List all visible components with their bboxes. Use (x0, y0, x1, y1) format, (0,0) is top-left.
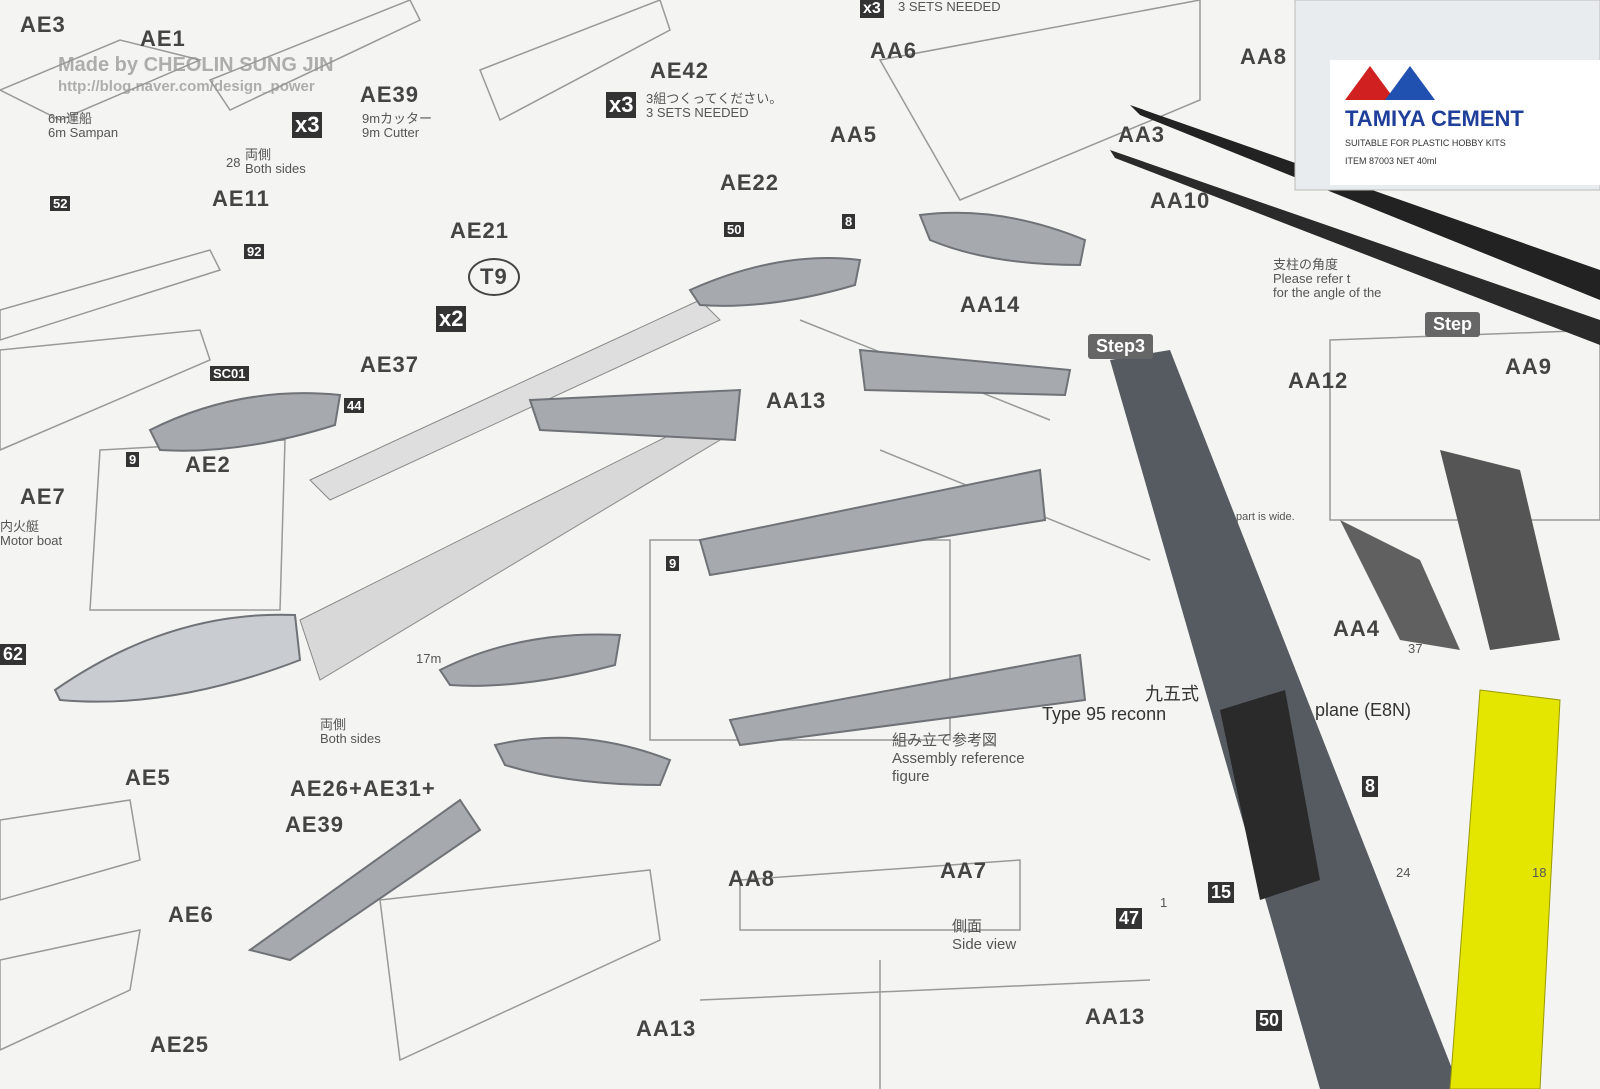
cement-bottle (1294, 0, 1600, 191)
caption: 3 SETS NEEDED (898, 0, 1001, 14)
part-label: AA3 (1118, 122, 1166, 147)
part-label: AE11 (212, 186, 270, 211)
part-number-badge: 92 (244, 244, 265, 259)
quantity-badge: x3 (860, 0, 884, 18)
quantity-badge: x2 (436, 306, 467, 332)
part-label: AE7 (20, 484, 66, 509)
caption: Type 95 reconn (1042, 704, 1167, 724)
part-number-badge: 50 (1256, 1010, 1283, 1031)
part-label: AA10 (1150, 188, 1211, 213)
part-number: 24 (1396, 865, 1411, 880)
caption: 九五式 (1145, 684, 1199, 704)
plastic-parts (53, 211, 1087, 962)
part-number-badge: 50 (724, 222, 745, 237)
part-label: AE42 (650, 58, 710, 83)
part-label: AA14 (960, 292, 1021, 317)
part-number: 28 (226, 155, 241, 170)
part-number-badge: 9 (126, 452, 140, 467)
part-label: AA13 (1085, 1004, 1146, 1029)
part-label: AA6 (870, 38, 918, 63)
tweezers (1110, 105, 1600, 345)
part-label: AA13 (766, 388, 827, 413)
part-number: 18 (1532, 865, 1547, 880)
quantity-badge: x3 (606, 92, 637, 118)
part-label: AE39 (360, 82, 420, 107)
side-cutters (1340, 450, 1561, 1089)
step-label: Step (1425, 312, 1481, 337)
watermark-author: Made by CHEOLIN SUNG JIN (58, 54, 334, 76)
part-label: AE25 (150, 1032, 210, 1057)
part-number-badge: 44 (344, 398, 365, 413)
part-number-badge: 9 (666, 556, 680, 571)
part-number-badge: 62 (0, 644, 27, 665)
part-label: AA5 (830, 122, 878, 147)
part-label: AA7 (940, 858, 988, 883)
part-label: AE26+AE31+ (290, 776, 436, 801)
part-label: AA9 (1505, 354, 1553, 379)
cement-brand: TAMIYA CEMENT (1345, 106, 1524, 131)
part-number: 37 (1408, 641, 1423, 656)
quantity-badge: x3 (292, 112, 323, 138)
part-label: AE2 (185, 452, 231, 477)
part-label: AE39 (285, 812, 345, 837)
part-label: AE37 (360, 352, 420, 377)
caption: part is wide. (1236, 511, 1295, 523)
caption: 17m (416, 651, 442, 666)
part-number-badge: 52 (50, 196, 71, 211)
part-label: AE21 (450, 218, 510, 243)
cement-subtitle: SUITABLE FOR PLASTIC HOBBY KITS (1345, 138, 1506, 148)
part-label: AA13 (636, 1016, 697, 1041)
caption: 3組つくってください。3 SETS NEEDED (646, 91, 783, 120)
part-number-badge: 8 (842, 214, 856, 229)
step-label: Step3 (1088, 334, 1154, 359)
part-label: AE3 (20, 12, 66, 37)
hobby-knife (1110, 350, 1460, 1089)
part-number: 1 (1160, 895, 1168, 910)
part-label: AE5 (125, 765, 171, 790)
part-label: AA8 (1240, 44, 1288, 69)
part-label-circled: T9 (468, 258, 520, 296)
part-label: AA12 (1288, 368, 1349, 393)
part-number-badge: 8 (1362, 776, 1379, 797)
cement-item: ITEM 87003 NET 40ml (1345, 156, 1437, 166)
part-number-badge: 15 (1208, 882, 1235, 903)
part-label: AA4 (1333, 616, 1381, 641)
sprue-badge: SC01 (210, 366, 249, 381)
watermark-url: http://blog.naver.com/design_power (58, 78, 315, 95)
part-label: AE22 (720, 170, 780, 195)
part-label: AE6 (168, 902, 214, 927)
deck-drawing (309, 299, 721, 501)
caption: plane (E8N) (1315, 700, 1412, 720)
part-label: AA8 (728, 866, 776, 891)
part-label: AE1 (140, 26, 186, 51)
part-number-badge: 47 (1116, 908, 1143, 929)
